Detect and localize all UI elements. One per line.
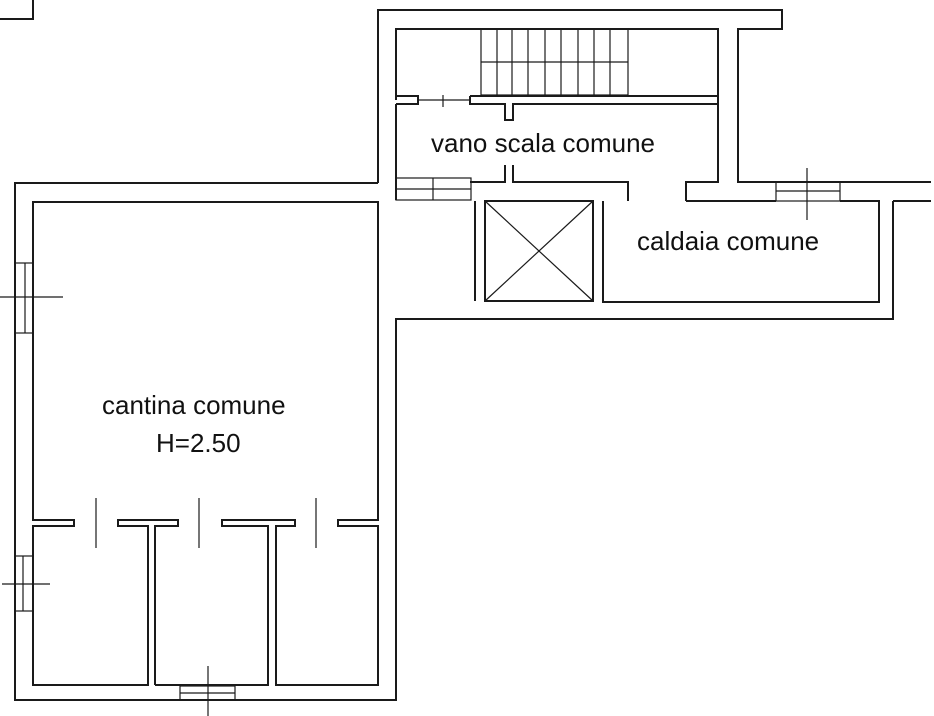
window-stair — [395, 177, 472, 201]
stair-inner-wall — [395, 28, 719, 201]
room-height-label: H=2.50 — [156, 428, 241, 458]
outer-wall-top — [377, 9, 931, 183]
window-bottom — [179, 666, 236, 716]
staircase — [480, 28, 629, 96]
elevator-shaft — [484, 200, 594, 302]
cantina-inner-wall — [32, 201, 379, 686]
stub-wall-right — [512, 165, 629, 201]
room-label-cantina: cantina comune — [102, 390, 286, 420]
landing-wall-inner — [469, 96, 718, 121]
stub-wall-left — [470, 165, 506, 183]
wall-fragment — [0, 0, 34, 20]
outer-wall — [14, 182, 894, 701]
cellar-partitions — [155, 300, 379, 686]
caldaia-walls — [602, 200, 880, 303]
window-left-upper — [0, 262, 63, 334]
room-label-vano-scala: vano scala comune — [431, 128, 656, 158]
landing-wall-left — [396, 95, 419, 105]
window-caldaia — [775, 168, 841, 220]
window-left-lower — [2, 555, 50, 612]
room-label-caldaia: caldaia comune — [637, 226, 820, 256]
